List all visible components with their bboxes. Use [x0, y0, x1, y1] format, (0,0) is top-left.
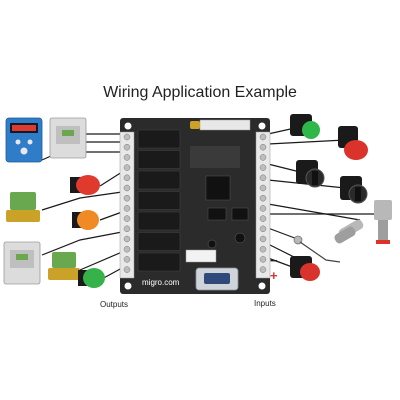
relay	[137, 232, 181, 251]
relay	[137, 252, 181, 272]
terminal-screw	[123, 143, 131, 151]
selector-switch	[340, 176, 368, 204]
component-cluster	[190, 146, 240, 168]
board-brand-label: migro.com	[142, 278, 180, 287]
outputs-label: Outputs	[100, 300, 129, 309]
terminal-screw	[259, 164, 267, 171]
inputs-label: Inputs	[254, 299, 276, 308]
terminal-screw	[259, 194, 267, 202]
right-terminal-screws	[259, 133, 267, 273]
contactor	[3, 241, 41, 285]
green-pilot-lamp	[78, 268, 105, 288]
relay	[137, 211, 181, 231]
mounting-hole	[124, 282, 132, 290]
terminal-screw	[123, 225, 131, 233]
wire	[267, 163, 301, 173]
right-terminal-strip	[255, 131, 271, 279]
relay	[137, 170, 181, 190]
driver-chip	[207, 207, 227, 221]
terminal-screw	[123, 245, 131, 253]
terminal-screw	[259, 256, 267, 263]
proximity-sensor	[334, 219, 364, 244]
terminal-screw	[259, 225, 267, 233]
wire	[79, 251, 123, 271]
selector-switch	[296, 160, 325, 188]
left-terminal-strip	[119, 131, 135, 279]
terminal-screw	[259, 245, 267, 253]
mcu-chip	[205, 175, 231, 201]
terminal-screw	[259, 215, 267, 222]
mounting-hole	[258, 282, 266, 290]
terminal-screw	[123, 194, 131, 202]
relay-bank	[137, 129, 181, 272]
pressure-transmitter	[374, 200, 392, 244]
solenoid-valve	[48, 252, 80, 280]
vfd-drive	[5, 117, 43, 163]
top-terminal-strip	[199, 119, 251, 131]
left-terminal-screws	[123, 133, 131, 273]
diagram-title: Wiring Application Example	[103, 84, 297, 101]
terminal-screw	[123, 256, 131, 263]
orange-pilot-lamp	[72, 210, 99, 230]
wire	[267, 203, 361, 221]
terminal-screw	[123, 164, 131, 171]
terminal-screw	[259, 184, 267, 192]
relay	[137, 129, 181, 149]
wire	[41, 231, 123, 256]
mounting-hole	[258, 122, 266, 130]
capacitor	[207, 239, 217, 249]
red-pushbutton	[290, 256, 320, 281]
terminal-screw	[123, 133, 131, 141]
plus-sign: +	[270, 268, 278, 283]
relay	[137, 191, 181, 210]
terminal-screw	[123, 215, 131, 222]
terminal-screw	[259, 143, 267, 151]
temperature-probe	[293, 235, 341, 263]
terminal-screw	[123, 174, 131, 182]
minus-sign: −	[270, 253, 278, 268]
wire	[267, 139, 346, 145]
green-pushbutton	[290, 114, 320, 139]
driver-chip	[231, 207, 249, 221]
wire	[41, 191, 123, 211]
terminal-screw	[123, 154, 131, 161]
capacitor	[234, 232, 246, 244]
red-pilot-lamp	[70, 175, 100, 195]
terminal-screw	[259, 154, 267, 161]
terminal-screw	[123, 266, 131, 273]
mounting-hole	[124, 122, 132, 130]
solenoid-valve	[6, 192, 40, 222]
terminal-screw	[259, 133, 267, 141]
terminal-screw	[123, 184, 131, 192]
white-connector	[185, 249, 217, 263]
relay	[137, 150, 181, 169]
db9-connector-face	[204, 273, 230, 284]
terminal-screw	[259, 174, 267, 182]
contactor	[49, 117, 87, 159]
crystal-component	[190, 121, 200, 129]
terminal-screw	[123, 205, 131, 212]
wire	[99, 171, 123, 187]
terminal-screw	[259, 266, 267, 273]
wire	[99, 211, 123, 221]
red-mushroom-button	[338, 126, 368, 160]
terminal-screw	[123, 235, 131, 243]
terminal-screw	[259, 205, 267, 212]
plc-board	[119, 118, 271, 294]
terminal-screw	[259, 235, 267, 243]
